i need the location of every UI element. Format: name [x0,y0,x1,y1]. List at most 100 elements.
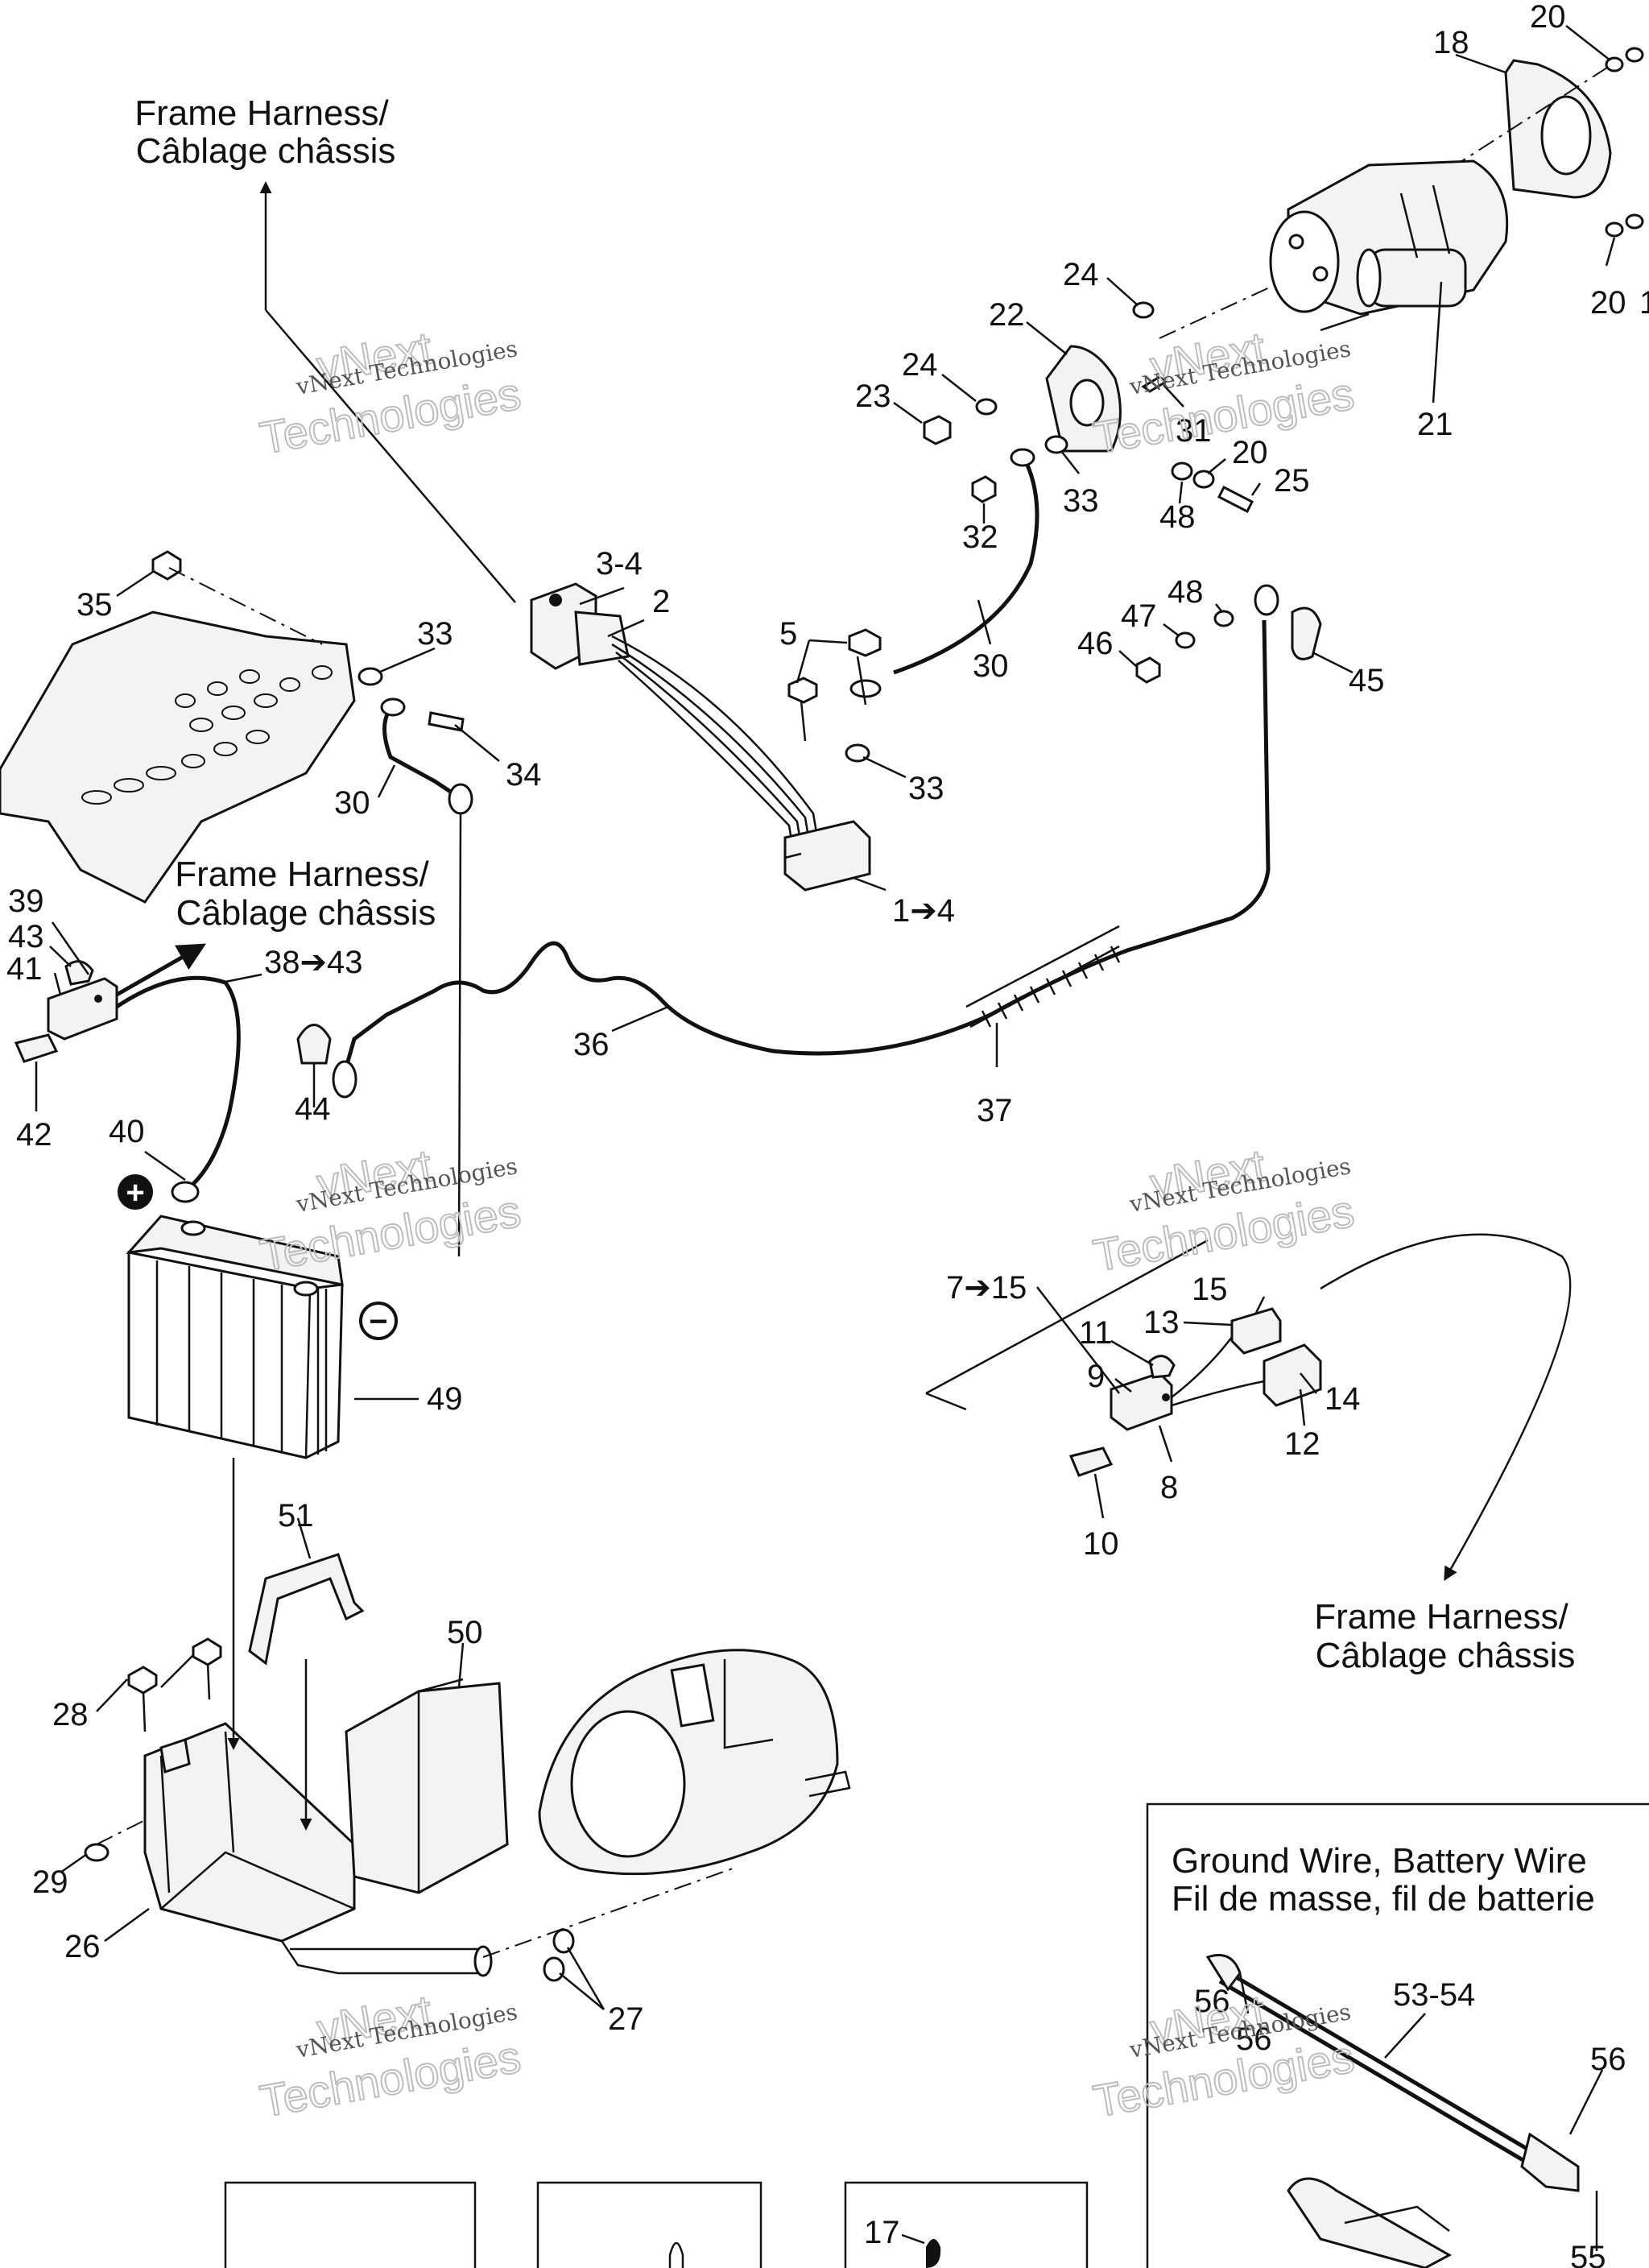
callout: 38➔43 [264,945,363,980]
connector-15 [1230,1307,1282,1355]
cap-43 [64,960,94,986]
callout: 2 [652,584,670,619]
callout: 41 [6,951,43,987]
callout: 40 [109,1114,145,1149]
bolt-28 [192,1637,222,1666]
note-line: Câblage châssis [176,893,436,933]
callout: 14 [1325,1381,1361,1417]
callout: 13 [1143,1305,1180,1340]
callout: 21 [1417,407,1453,442]
fuse-42 [14,1033,59,1063]
callout: 20 [1530,0,1566,35]
washer-48 [1213,610,1234,627]
plus-icon: + [118,1174,153,1211]
callout: 1 [1639,285,1649,321]
callout: 46 [1077,626,1114,661]
callout: 50 [447,1615,483,1650]
watermark: vNext Technologies vNext Technologies [1089,1984,1358,2128]
callout: 51 [278,1498,314,1533]
callout: 7➔15 [946,1270,1027,1306]
cable-30-upper [849,448,1039,698]
washer-47 [1175,631,1196,649]
callout: 47 [1121,598,1157,634]
connector-14 [1263,1343,1322,1407]
nut-32 [971,475,997,503]
battery [126,1215,419,1459]
minus-icon: − [359,1302,398,1340]
callout: 48 [1159,499,1196,535]
cable-36 [332,584,1279,1099]
callout: 42 [16,1117,52,1153]
washer-33 [357,667,383,686]
callout: 25 [1274,463,1310,499]
bolt-5 [787,677,818,704]
callout: 43 [8,919,44,954]
arrow-icon [115,943,207,997]
washers-27 [482,1868,734,1982]
callout: 56 [1590,2042,1626,2077]
callout: 53-54 [1393,1977,1475,2013]
hardware-28-29 [84,1637,222,1862]
callout: 15 [1192,1272,1228,1307]
nut-46 [1135,656,1161,684]
callout: 35 [76,587,113,623]
frame-harness-note-right: Frame Harness/ Câblage châssis [1314,1233,1575,1675]
nut-35 [151,550,182,581]
spiral-37 [965,925,1121,1028]
bolt-5 [848,628,882,657]
washer-24 [1132,301,1155,319]
callout: 30 [973,648,1009,684]
callout: 36 [573,1027,610,1062]
frame-harness-note-mid: Frame Harness/ Câblage châssis [175,855,436,933]
starter-bracket [1159,59,1619,339]
callout: 56 [1194,1984,1230,2019]
oil-drop-icon [926,2239,941,2268]
callout: 8 [1160,1470,1178,1505]
bottom-boxes [224,2181,1089,2268]
terminal-boots [296,606,1322,1065]
relay-connector [530,582,819,850]
watermark: vNext Technologies vNext Technologies [255,1984,525,2128]
svg-text:−: − [369,1304,387,1339]
callout: 29 [32,1864,68,1900]
callout: 55 [1570,2240,1606,2268]
callout-labels: 20 18 20 1 24 22 24 23 21 31 20 25 33 48… [6,0,1649,2268]
callout: 24 [902,347,938,383]
cover-50 [345,1678,509,1894]
callout: 39 [8,884,44,919]
bolt-25 [1217,485,1254,514]
washer-29 [84,1843,110,1862]
callout: 45 [1349,663,1385,698]
washer-20 [1192,470,1215,489]
ground-wire-box: Ground Wire, Battery Wire Fil de masse, … [1146,1802,1649,2268]
callout: 10 [1083,1526,1119,1562]
note-line: Frame Harness/ [134,93,389,133]
cap-11 [1148,1355,1176,1379]
callout: 31 [1176,413,1212,449]
callout: 33 [417,616,453,652]
arrow-icon [1320,1233,1572,1582]
cable-30-lower [357,667,473,1257]
box-subtitle: Fil de masse, fil de batterie [1172,1879,1595,1918]
callout: 9 [1087,1359,1105,1394]
callout: 1➔4 [892,893,955,929]
note-line: Câblage châssis [136,131,396,171]
callout: 24 [1063,257,1099,292]
callout: 30 [334,785,370,821]
terminal-40 [171,1181,200,1203]
heat-shield [0,550,356,904]
callout: 27 [608,2001,644,2037]
watermark: vNext Technologies vNext Technologies [255,1139,525,1282]
leader-line [265,309,516,603]
note-line: Frame Harness/ [175,855,429,894]
boot-44 [296,1024,332,1065]
callout: 3-4 [596,546,643,581]
bracket-22 [923,301,1254,514]
callout: 49 [427,1381,463,1417]
washers-20 [1605,47,1644,238]
strap-51 [227,1458,365,1831]
callout: 20 [1590,285,1626,321]
callout: 5 [779,616,797,652]
leader-lines [35,25,1616,2251]
washer-24 [975,398,998,416]
